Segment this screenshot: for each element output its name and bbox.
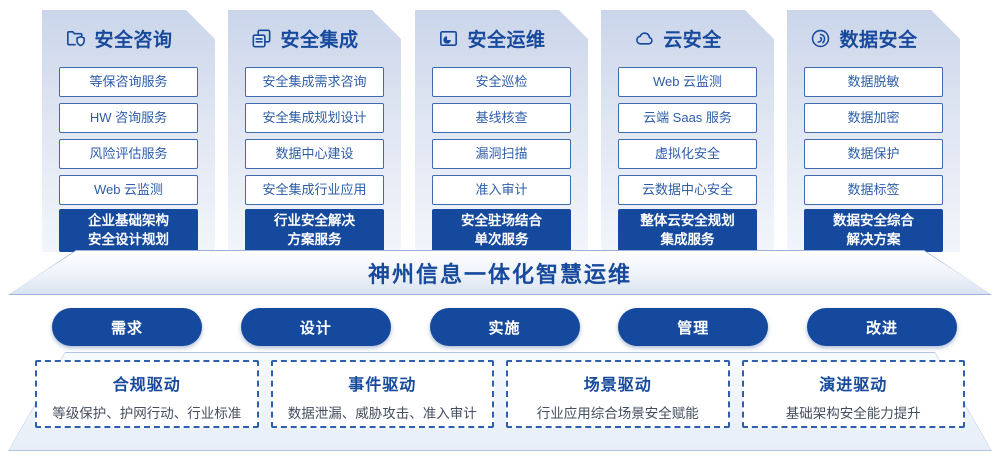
service-item: Web 云监测 [618,67,757,97]
copy-icon [250,27,273,50]
platform-banner: 神州信息一体化智慧运维 [8,250,992,295]
driver-description: 行业应用综合场景安全赋能 [536,406,699,421]
service-column-security-consulting: 安全咨询 等保咨询服务 HW 咨询服务 风险评估服务 Web 云监测 企业基础架… [42,10,215,252]
column-title: 安全咨询 [94,29,173,51]
summary-line: 企业基础架构 [88,213,169,229]
driver-description: 数据泄漏、威胁攻击、准入审计 [287,406,477,421]
column-header: 云安全 [601,10,754,66]
column-header: 安全集成 [228,10,381,66]
column-title: 云安全 [663,29,722,51]
summary-line: 解决方案 [846,231,901,247]
column-header: 安全运维 [415,10,568,66]
fingerprint-icon [809,27,832,50]
driver-box-evolution: 演进驱动 基础架构安全能力提升 [741,360,965,428]
service-item: 安全集成规划设计 [245,103,384,133]
folder-shield-icon [64,27,87,50]
column-summary: 企业基础架构 安全设计规划 [59,209,198,252]
driver-box-incident: 事件驱动 数据泄漏、威胁攻击、准入审计 [270,360,494,428]
service-item: 漏洞扫描 [432,139,571,169]
process-step-pill: 设计 [240,308,391,346]
service-column-data-security: 数据安全 数据脱敏 数据加密 数据保护 数据标签 数据安全综合 解决方案 [787,10,960,252]
service-item: 安全集成需求咨询 [245,67,384,97]
summary-line: 整体云安全规划 [640,213,735,229]
summary-line: 数据安全综合 [833,213,914,229]
column-summary: 整体云安全规划 集成服务 [618,209,757,252]
service-item: 等保咨询服务 [59,67,198,97]
service-item: 安全巡检 [432,67,571,97]
column-summary: 安全驻场结合 单次服务 [432,209,571,252]
column-title: 安全集成 [280,29,359,51]
process-step-pill: 实施 [429,308,580,346]
process-step-pill: 改进 [807,308,957,346]
summary-line: 集成服务 [660,231,715,247]
column-title: 安全运维 [467,29,546,51]
driver-box-compliance: 合规驱动 等级保护、护网行动、行业标准 [35,360,259,428]
service-item: Web 云监测 [59,175,198,205]
service-item-list: 等保咨询服务 HW 咨询服务 风险评估服务 Web 云监测 [59,67,198,211]
service-item: 云端 Saas 服务 [618,103,757,133]
service-item: 云数据中心安全 [618,175,757,205]
service-item-list: 数据脱敏 数据加密 数据保护 数据标签 [804,67,943,211]
driver-description: 等级保护、护网行动、行业标准 [52,406,242,421]
column-header: 数据安全 [787,10,940,66]
summary-line: 安全驻场结合 [461,213,542,229]
service-item: 基线核查 [432,103,571,133]
service-column-cloud-security: 云安全 Web 云监测 云端 Saas 服务 虚拟化安全 云数据中心安全 整体云… [601,10,774,252]
driver-description: 基础架构安全能力提升 [785,406,921,421]
service-column-security-operations: 安全运维 安全巡检 基线核查 漏洞扫描 准入审计 安全驻场结合 单次服务 [415,10,588,252]
driver-title: 事件驱动 [348,377,417,394]
service-item: 风险评估服务 [59,139,198,169]
column-summary: 数据安全综合 解决方案 [804,209,943,252]
folder-clock-icon [437,27,460,50]
process-step-pill: 需求 [52,308,202,346]
driver-title: 场景驱动 [583,377,652,394]
service-item: 虚拟化安全 [618,139,757,169]
service-column-security-integration: 安全集成 安全集成需求咨询 安全集成规划设计 数据中心建设 安全集成行业应用 行… [228,10,401,252]
driver-title: 演进驱动 [819,377,888,394]
service-item-list: 安全集成需求咨询 安全集成规划设计 数据中心建设 安全集成行业应用 [245,67,384,211]
column-title: 数据安全 [839,29,918,51]
service-item-list: 安全巡检 基线核查 漏洞扫描 准入审计 [432,67,571,211]
summary-line: 安全设计规划 [88,231,169,247]
driver-box-scenario: 场景驱动 行业应用综合场景安全赋能 [506,360,730,428]
summary-line: 行业安全解决 [274,213,355,229]
service-item-list: Web 云监测 云端 Saas 服务 虚拟化安全 云数据中心安全 [618,67,757,211]
process-steps-row: 需求 设计 实施 管理 改进 [52,308,957,346]
service-item: HW 咨询服务 [59,103,198,133]
service-item: 准入审计 [432,175,571,205]
summary-line: 方案服务 [287,231,342,247]
platform-banner-background [9,251,991,294]
column-summary: 行业安全解决 方案服务 [245,209,384,252]
service-item: 数据脱敏 [804,67,943,97]
service-item: 数据标签 [804,175,943,205]
driver-boxes-row: 合规驱动 等级保护、护网行动、行业标准 事件驱动 数据泄漏、威胁攻击、准入审计 … [35,360,965,428]
service-item: 数据中心建设 [245,139,384,169]
column-header: 安全咨询 [42,10,195,66]
service-item: 安全集成行业应用 [245,175,384,205]
cloud-icon [633,27,656,50]
service-item: 数据保护 [804,139,943,169]
driver-title: 合规驱动 [112,377,181,394]
summary-line: 单次服务 [474,231,529,247]
process-step-pill: 管理 [618,308,769,346]
platform-banner-title: 神州信息一体化智慧运维 [367,261,632,287]
service-item: 数据加密 [804,103,943,133]
